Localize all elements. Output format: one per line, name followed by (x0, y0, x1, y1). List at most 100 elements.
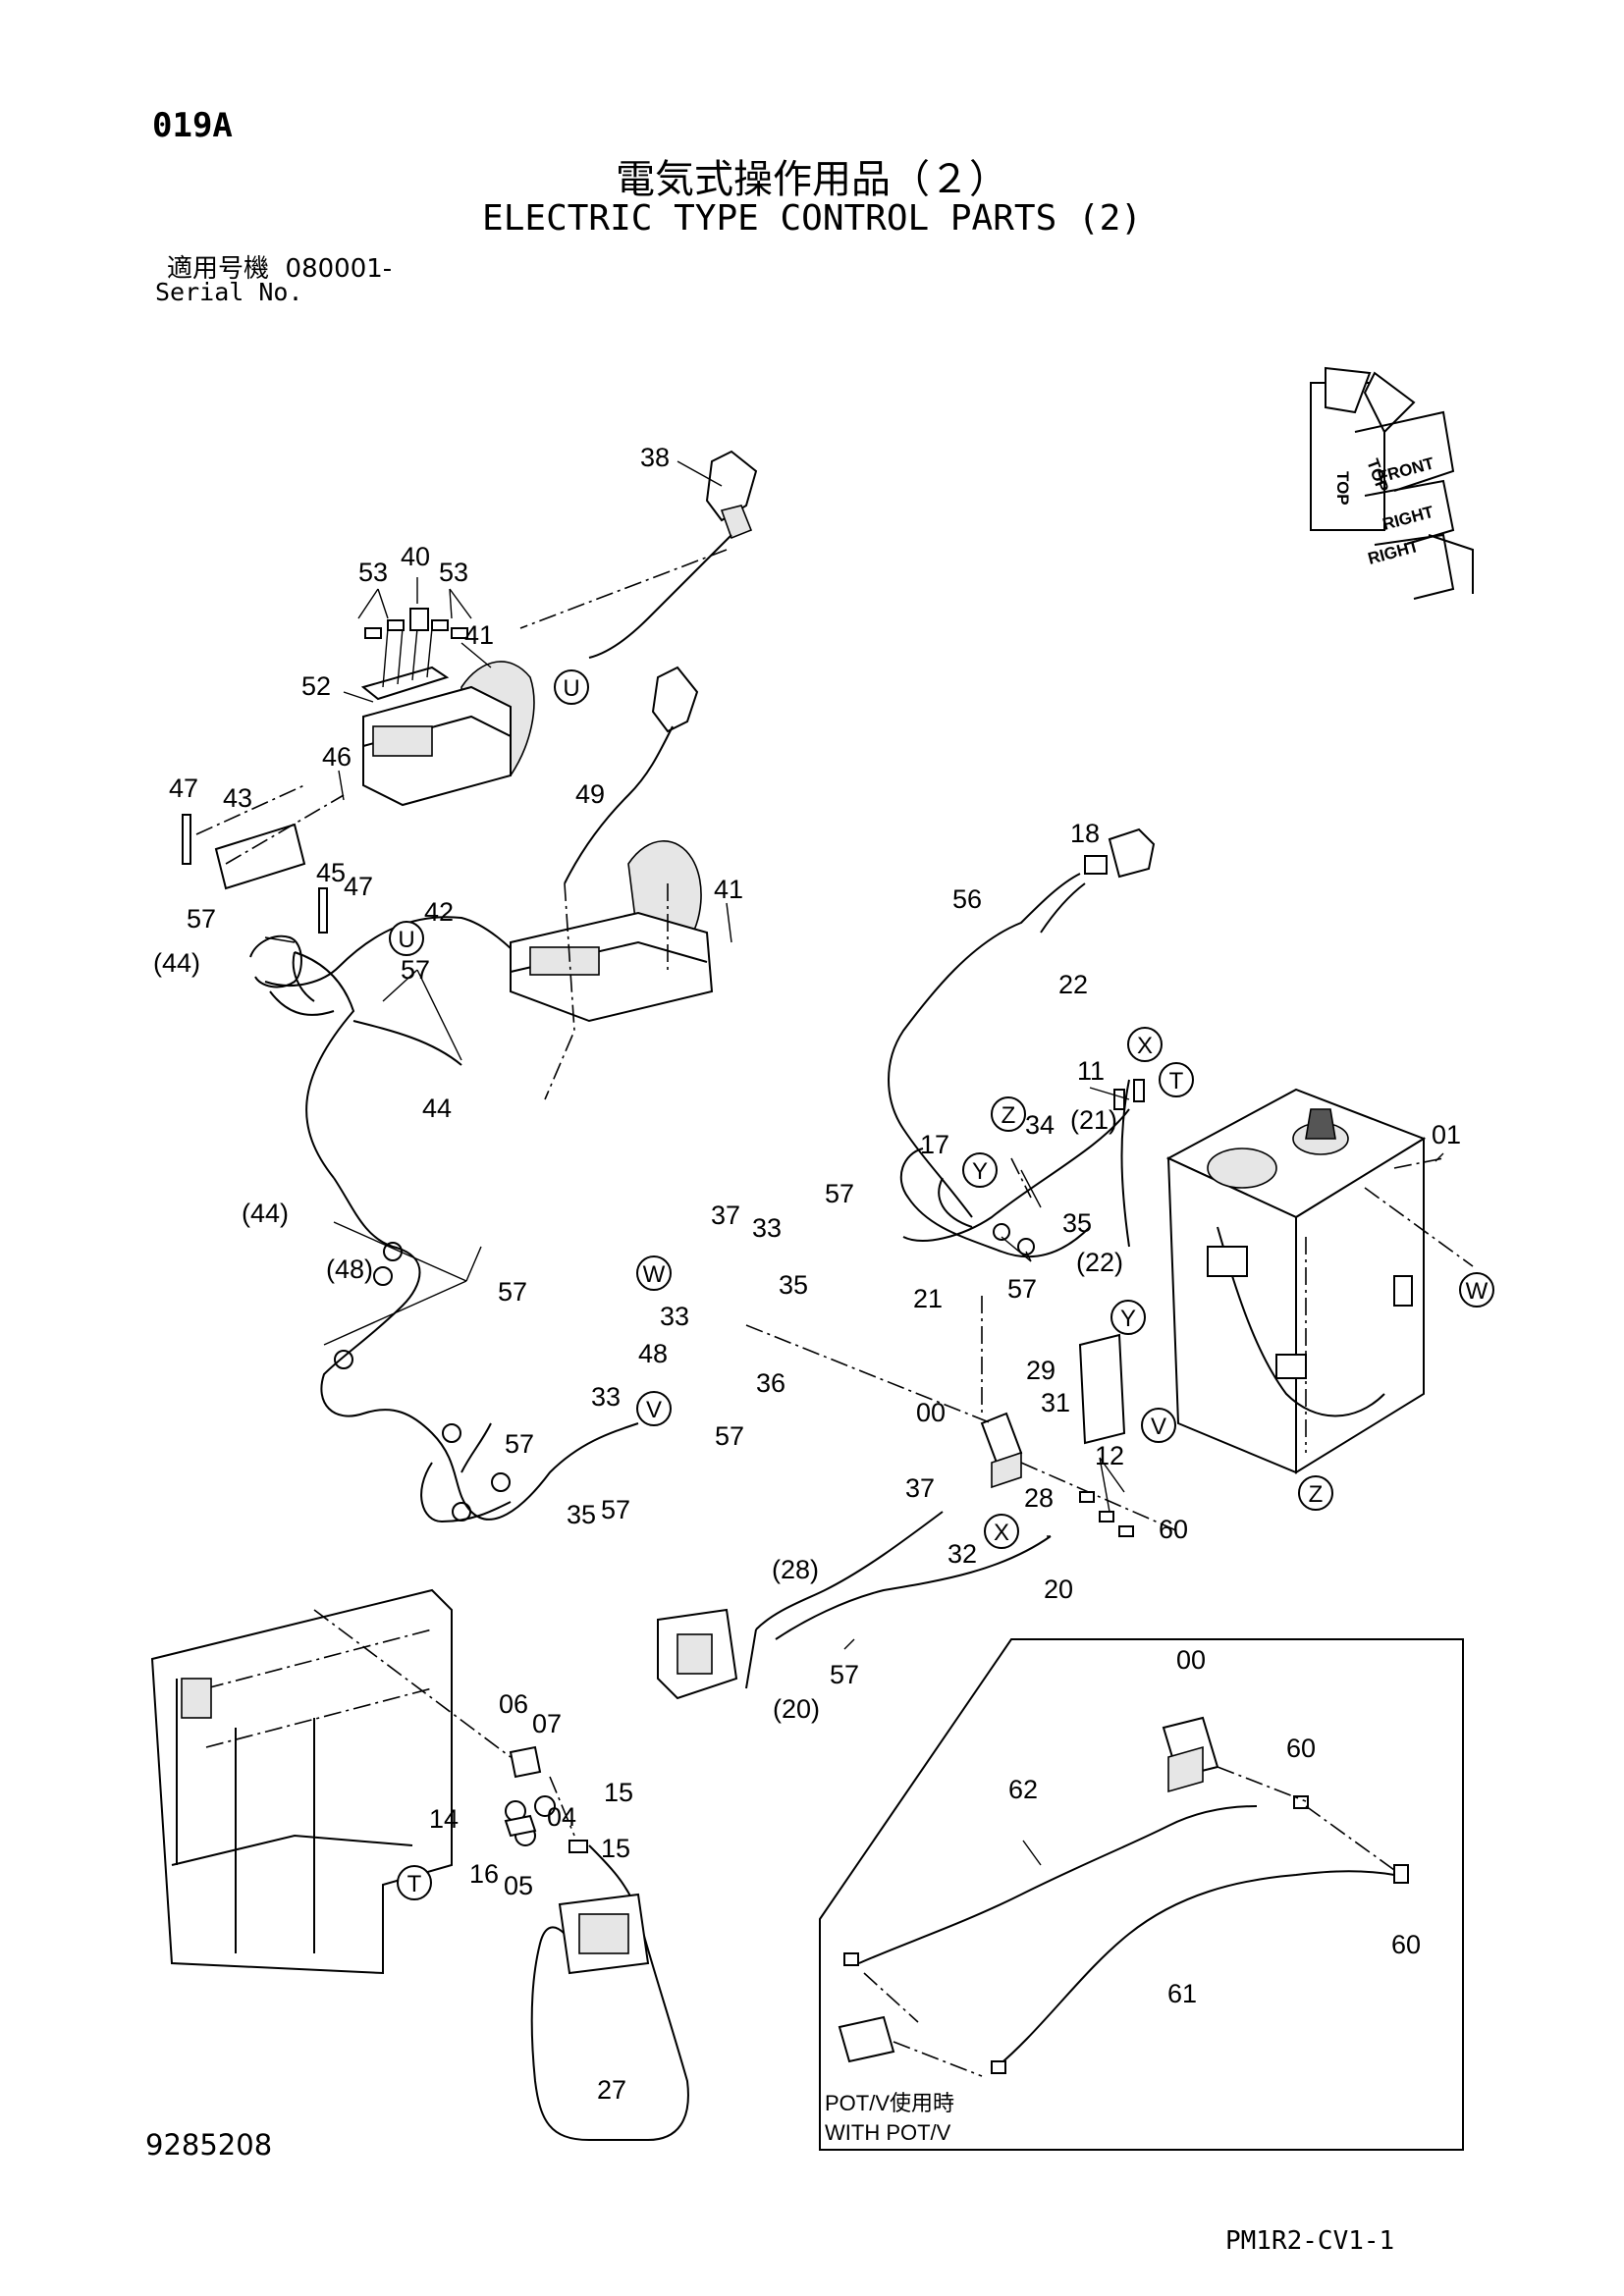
part-label-47b: 47 (344, 872, 373, 901)
part-label-61: 61 (1167, 1979, 1197, 2008)
inset-pot-v: POT/V使用時 WITH POT/V (819, 1638, 1464, 2151)
part-label-57e: 57 (505, 1429, 534, 1459)
svg-text:X: X (1137, 1033, 1153, 1059)
callout-v-1: V (636, 1391, 672, 1426)
drawing-number: 9285208 (145, 2128, 273, 2162)
part-label-35b: 35 (567, 1500, 596, 1529)
part-label-37a: 37 (711, 1201, 740, 1230)
page-code: 019A (152, 106, 233, 145)
part-label-35a: 35 (779, 1270, 808, 1300)
part-label-60c: 60 (1391, 1930, 1421, 1959)
serial-label-ja: 適用号機 (167, 254, 270, 284)
part-label-42: 42 (424, 897, 454, 927)
part-label-53b: 53 (439, 558, 468, 587)
part-label-41b: 41 (714, 875, 743, 904)
part-label-57c: 57 (498, 1277, 527, 1307)
part-label-27: 27 (597, 2075, 626, 2105)
leader-lines (264, 460, 1444, 1866)
part-label-44a: (44) (153, 948, 200, 978)
part-label-36: 36 (756, 1368, 785, 1398)
left-console-assembly (182, 450, 758, 1523)
part-label-35c: 35 (1062, 1208, 1092, 1238)
part-label-22a: 22 (1058, 970, 1088, 999)
callout-z-1: Z (991, 1096, 1026, 1132)
part-label-41a: 41 (464, 620, 494, 650)
floor-frame (150, 1588, 512, 1975)
part-label-49: 49 (575, 779, 605, 809)
title-english: ELECTRIC TYPE CONTROL PARTS (2) (482, 198, 1142, 239)
callout-u-2: U (389, 921, 424, 956)
inset-note-ja: POT/V使用時 (825, 2091, 954, 2115)
part-label-07: 07 (532, 1709, 562, 1738)
part-label-28b: (28) (772, 1555, 819, 1584)
dir-right-label: RIGHT (1380, 503, 1436, 534)
svg-text:Y: Y (1120, 1306, 1136, 1332)
svg-text:T: T (407, 1871, 422, 1897)
part-label-18: 18 (1070, 819, 1100, 848)
callout-t-2: T (397, 1865, 432, 1900)
callout-x-1: X (1127, 1027, 1163, 1062)
part-label-33a: 33 (752, 1213, 782, 1243)
title-japanese: 電気式操作用品（２） (616, 157, 1008, 202)
part-label-16: 16 (469, 1859, 499, 1889)
part-label-00a: 00 (916, 1398, 946, 1427)
part-label-57b: 57 (401, 955, 430, 985)
part-label-11: 11 (1077, 1056, 1105, 1086)
part-label-46: 46 (322, 742, 352, 772)
part-label-05: 05 (504, 1871, 533, 1900)
svg-text:Y: Y (972, 1158, 988, 1185)
callout-z-2: Z (1298, 1475, 1333, 1511)
part-label-33c: 33 (591, 1382, 621, 1412)
part-label-15b: 15 (601, 1834, 630, 1863)
part-label-48a: (48) (326, 1255, 373, 1284)
right-console-assembly (510, 666, 732, 1100)
harness-21-22 (888, 828, 1156, 1258)
part-label-31: 31 (1041, 1388, 1070, 1417)
svg-text:X: X (994, 1520, 1009, 1546)
part-label-57d: 57 (715, 1421, 744, 1451)
part-label-53a: 53 (358, 558, 388, 587)
reference-callouts: U U X X T T Z Z Y Y W W V V (389, 669, 1494, 1900)
part-label-38: 38 (640, 443, 670, 472)
svg-text:V: V (646, 1397, 662, 1423)
part-label-00b: 00 (1176, 1645, 1206, 1675)
sensor-assembly (504, 1745, 689, 2141)
part-label-57g: 57 (825, 1179, 854, 1208)
svg-text:W: W (643, 1261, 666, 1288)
part-label-33b: 33 (660, 1302, 689, 1331)
part-label-20b: (20) (773, 1694, 820, 1724)
inset-note-en: WITH POT/V (825, 2120, 951, 2145)
part-label-15a: 15 (604, 1778, 633, 1807)
part-label-04: 04 (547, 1802, 576, 1832)
callout-y-2: Y (1110, 1300, 1146, 1335)
part-label-37b: 37 (905, 1473, 935, 1503)
callout-t-1: T (1159, 1062, 1194, 1097)
serial-label-en: Serial No. (155, 278, 303, 306)
part-label-43: 43 (223, 783, 252, 813)
part-label-21a: (21) (1070, 1105, 1117, 1135)
part-label-29: 29 (1026, 1356, 1056, 1385)
svg-text:W: W (1466, 1278, 1489, 1305)
svg-text:V: V (1151, 1414, 1166, 1440)
svg-text:T: T (1169, 1068, 1184, 1095)
callout-w-2: W (1459, 1272, 1494, 1308)
part-label-21b: 21 (913, 1284, 943, 1313)
svg-text:U: U (398, 927, 414, 953)
part-label-44c: (44) (242, 1199, 289, 1228)
part-label-34: 34 (1025, 1110, 1055, 1140)
orientation-indicator: TOP TOP FRONT RIGHT RIGHT (1310, 366, 1474, 600)
part-label-62: 62 (1008, 1775, 1038, 1804)
part-label-06: 06 (499, 1689, 528, 1719)
part-label-57f: 57 (601, 1495, 630, 1524)
part-label-01: 01 (1432, 1120, 1461, 1149)
part-label-45: 45 (316, 858, 346, 887)
part-label-48b: 48 (638, 1339, 668, 1368)
valve-block-assembly (657, 1296, 1179, 1700)
part-label-40: 40 (401, 542, 430, 571)
part-label-60b: 60 (1286, 1734, 1316, 1763)
part-label-44b: 44 (422, 1094, 452, 1123)
part-label-57h: 57 (1007, 1274, 1037, 1304)
part-label-47a: 47 (169, 774, 198, 803)
part-label-57i: 57 (830, 1660, 859, 1689)
